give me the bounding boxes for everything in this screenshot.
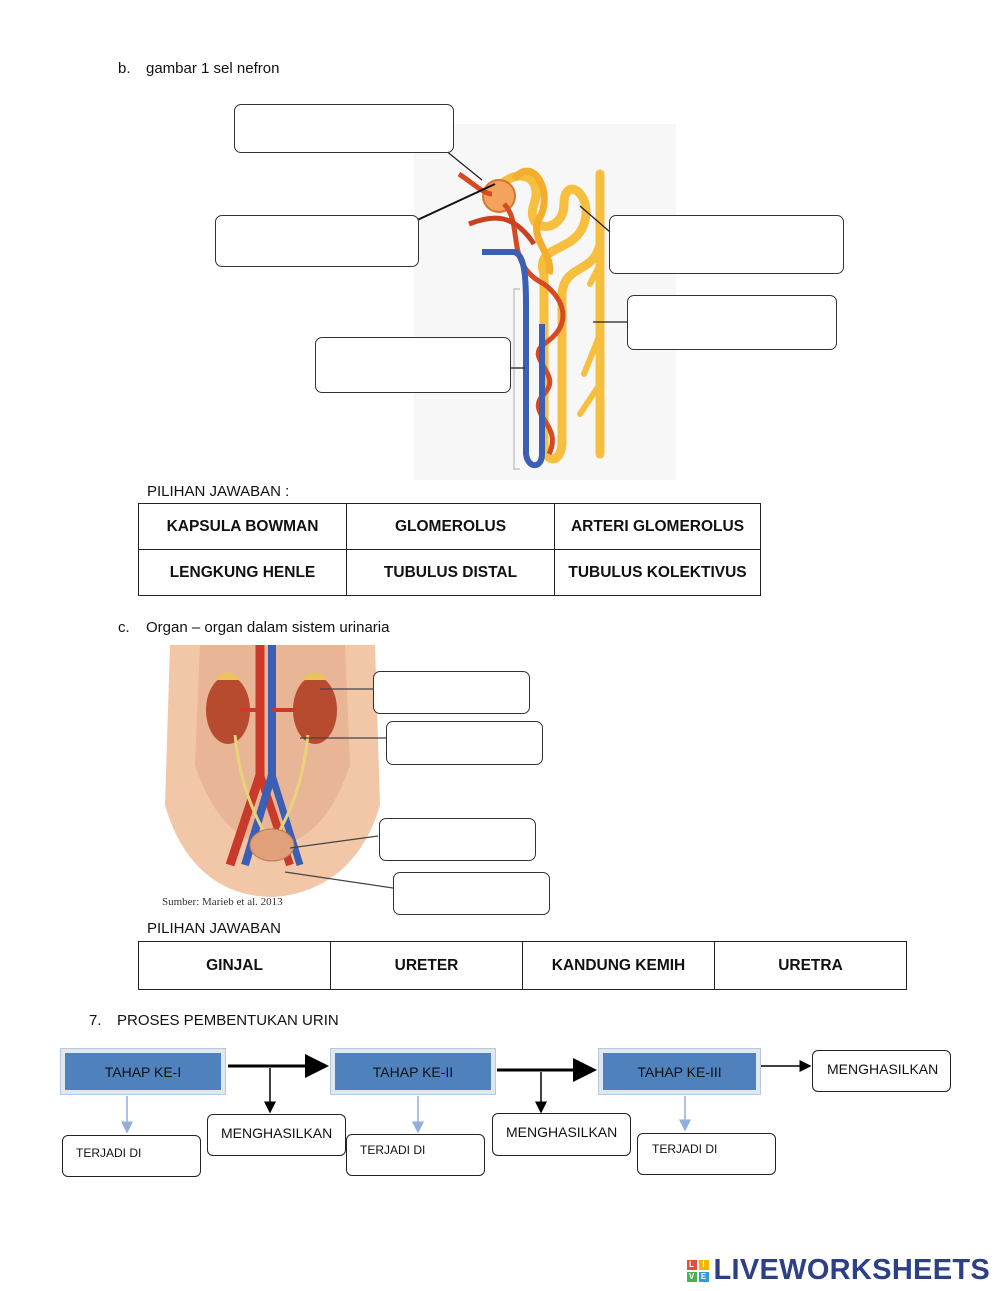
section-7-title: PROSES PEMBENTUKAN URIN [117, 1012, 339, 1029]
stage-3-box: TAHAP KE-III [599, 1049, 760, 1094]
nephron-answer-box-3[interactable] [609, 215, 844, 274]
section-c-label: c. [118, 619, 130, 636]
section-7-number: 7. [89, 1012, 102, 1029]
choice-cell: GLOMEROLUS [346, 503, 555, 550]
nephron-answer-box-4[interactable] [627, 295, 837, 350]
section-b-choices-table: KAPSULA BOWMAN GLOMEROLUS ARTERI GLOMERO… [138, 503, 761, 596]
stage-1-box: TAHAP KE-I [61, 1049, 225, 1094]
organ-answer-box-1[interactable] [373, 671, 530, 714]
nephron-answer-box-1[interactable] [234, 104, 454, 153]
stage-2-box: TAHAP KE-II [331, 1049, 495, 1094]
choice-cell: ARTERI GLOMEROLUS [554, 503, 761, 550]
section-c-choices-label: PILIHAN JAWABAN [147, 920, 281, 937]
organ-answer-box-4[interactable] [393, 872, 550, 915]
terjadi-di-label: TERJADI DI [360, 1143, 426, 1157]
nephron-answer-box-2[interactable] [215, 215, 419, 267]
urinary-system-illustration [160, 645, 386, 911]
section-c-choices-table: GINJAL URETER KANDUNG KEMIH URETRA [138, 941, 907, 990]
stage-2-label: TAHAP KE-II [372, 1063, 454, 1080]
section-b-choices-label: PILIHAN JAWABAN : [147, 483, 290, 500]
section-c-title: Organ – organ dalam sistem urinaria [146, 619, 390, 636]
section-b-label: b. [118, 60, 131, 77]
choice-cell: URETER [330, 941, 523, 990]
section-7-heading: 7. PROSES PEMBENTUKAN URIN [89, 1012, 339, 1029]
liveworksheets-logo: L I V E LIVEWORKSHEETS [686, 1254, 991, 1287]
logo-icon: L I V E [686, 1259, 709, 1282]
organ-answer-box-3[interactable] [379, 818, 536, 861]
logo-text: LIVEWORKSHEETS [713, 1254, 990, 1286]
menghasilkan-label: MENGHASILKAN [827, 1061, 939, 1077]
section-b-title: gambar 1 sel nefron [146, 60, 280, 77]
choice-cell: KAPSULA BOWMAN [138, 503, 347, 550]
nephron-answer-box-5[interactable] [315, 337, 511, 393]
terjadi-di-box-2[interactable]: TERJADI DI [346, 1134, 485, 1176]
menghasilkan-box-1[interactable]: MENGHASILKAN [207, 1114, 346, 1156]
menghasilkan-box-2[interactable]: MENGHASILKAN [492, 1113, 631, 1156]
terjadi-di-box-3[interactable]: TERJADI DI [637, 1133, 776, 1175]
menghasilkan-box-3[interactable]: MENGHASILKAN [812, 1050, 951, 1092]
stage-3-label: TAHAP KE-III [637, 1063, 722, 1080]
image-caption: Sumber: Marieb et al. 2013 [162, 896, 283, 908]
stage-1-label: TAHAP KE-I [104, 1063, 182, 1080]
organ-answer-box-2[interactable] [386, 721, 543, 765]
choice-cell: URETRA [714, 941, 907, 990]
choice-cell: LENGKUNG HENLE [138, 549, 347, 596]
choice-cell: GINJAL [138, 941, 331, 990]
choice-cell: KANDUNG KEMIH [522, 941, 715, 990]
terjadi-di-label: TERJADI DI [76, 1146, 142, 1160]
terjadi-di-box-1[interactable]: TERJADI DI [62, 1135, 201, 1177]
section-b-heading: b. gambar 1 sel nefron [118, 60, 279, 77]
section-c-heading: c. Organ – organ dalam sistem urinaria [118, 619, 389, 636]
choice-cell: TUBULUS KOLEKTIVUS [554, 549, 761, 596]
choice-cell: TUBULUS DISTAL [346, 549, 555, 596]
terjadi-di-label: TERJADI DI [652, 1142, 718, 1156]
menghasilkan-label: MENGHASILKAN [506, 1124, 618, 1140]
menghasilkan-label: MENGHASILKAN [221, 1125, 333, 1141]
